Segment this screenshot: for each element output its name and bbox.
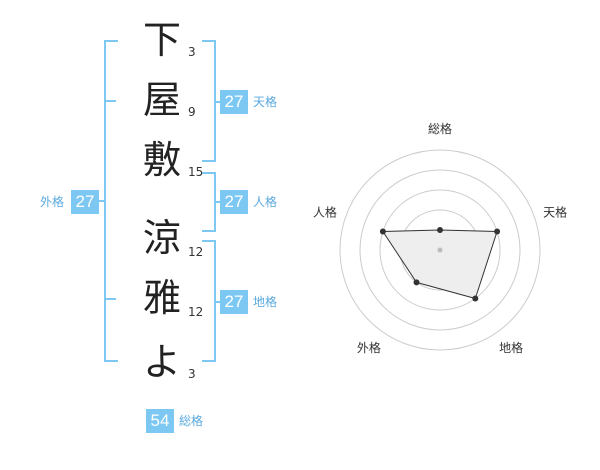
tenkaku-bracket [202, 40, 216, 162]
chikaku-bracket-stub [216, 301, 222, 303]
soukaku-value: 54 [146, 409, 174, 433]
radar-axis-label-3: 地格 [499, 340, 523, 355]
tenkaku-value: 27 [220, 90, 248, 114]
radar-center-dot [437, 247, 443, 253]
jinkaku-value: 27 [220, 190, 248, 214]
radar-point-4 [413, 279, 420, 286]
tenkaku-bracket-stub [216, 101, 222, 103]
jinkaku-label: 人格 [253, 195, 278, 209]
stroke-count-6: 3 [188, 367, 196, 381]
name-char-3: 敷 [142, 138, 181, 182]
name-char-1: 下 [142, 18, 181, 62]
radar-value-polygon [381, 229, 498, 300]
gaikaku-bracket-stub [98, 200, 104, 202]
stroke-count-5: 12 [188, 305, 204, 319]
radar-points [379, 227, 501, 302]
radar-point-5 [379, 228, 386, 235]
jinkaku-bracket [202, 172, 216, 232]
radar-ring-3 [379, 189, 501, 311]
jinkaku-bracket-stub [216, 201, 222, 203]
stroke-count-4: 12 [188, 245, 204, 259]
stroke-count-3: 15 [188, 165, 204, 179]
tenkaku-label: 天格 [253, 95, 278, 109]
gaikaku-bracket-tick-top [106, 100, 116, 102]
soukaku-label: 総格 [179, 414, 204, 428]
radar-axis-label-4: 外格 [357, 340, 381, 355]
chikaku-bracket [202, 240, 216, 362]
radar-point-1 [437, 227, 443, 233]
stroke-count-1: 3 [188, 45, 196, 59]
gaikaku-bracket [104, 40, 118, 362]
name-char-6: よ [142, 340, 181, 384]
radar-ring-4 [359, 169, 521, 331]
name-char-4: 涼 [142, 216, 181, 260]
radar-axis-label-1: 総格 [428, 121, 452, 136]
radar-point-2 [494, 228, 501, 235]
radar-point-3 [472, 295, 479, 302]
chikaku-label: 地格 [253, 295, 278, 309]
stroke-count-2: 9 [188, 105, 196, 119]
name-char-2: 屋 [142, 78, 181, 122]
radar-ring-5 [339, 149, 541, 351]
radar-axis-label-5: 人格 [313, 205, 337, 220]
gaikaku-bracket-tick-bottom [106, 298, 116, 300]
gaikaku-value: 27 [71, 190, 99, 214]
radar-axis-label-2: 天格 [543, 205, 567, 220]
chikaku-value: 27 [220, 290, 248, 314]
gaikaku-label: 外格 [40, 195, 65, 209]
name-char-5: 雅 [142, 276, 181, 320]
